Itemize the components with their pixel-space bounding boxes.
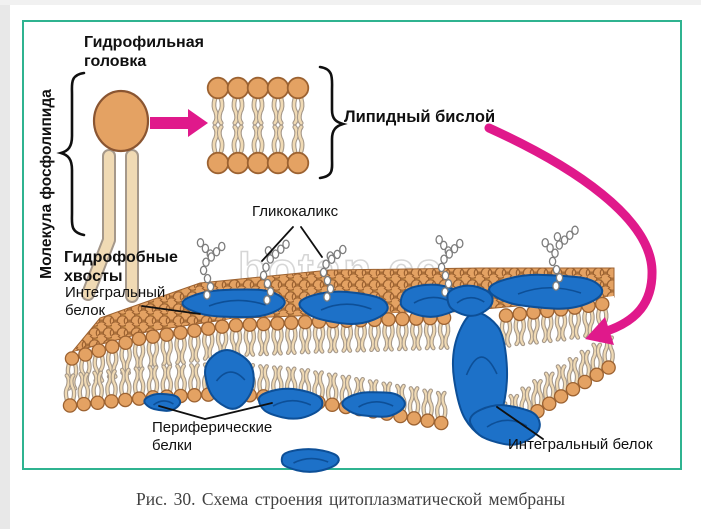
membrane-right-face: [494, 296, 616, 441]
phospholipid-molecule: [56, 71, 150, 303]
arrow-right-icon: [150, 109, 208, 137]
pointer-lines: [141, 226, 544, 440]
phospholipid-head: [92, 89, 150, 153]
molecule-label: Молекула фосфолипида: [38, 89, 55, 279]
hydrophilic-head-label: Гидрофильная головка: [84, 34, 204, 70]
curved-arrow-icon: [484, 123, 657, 336]
hydrophobic-tails-label: Гидрофобные хвосты: [64, 249, 178, 285]
glycocalyx-label: Гликокаликс: [252, 203, 339, 220]
page-top-edge: [0, 0, 701, 5]
glycocalyx-chains: [196, 225, 579, 305]
page-left-edge: [0, 0, 10, 529]
integral-protein-left-label: Интегральный белок: [65, 284, 166, 319]
lipid-bilayer-label: Липидный бислой: [344, 108, 496, 126]
lipid-bilayer-mini: [206, 65, 348, 180]
figure-caption: Рис. 30. Схема строения цитоплазматическ…: [135, 489, 566, 509]
membrane-proteins: [143, 284, 541, 473]
integral-protein-right-label: Интегральный белок: [508, 436, 653, 453]
magenta-arrows: [150, 109, 657, 345]
integral-proteins-top: [181, 273, 604, 325]
peripheral-proteins-label: Периферические белки: [152, 419, 273, 454]
